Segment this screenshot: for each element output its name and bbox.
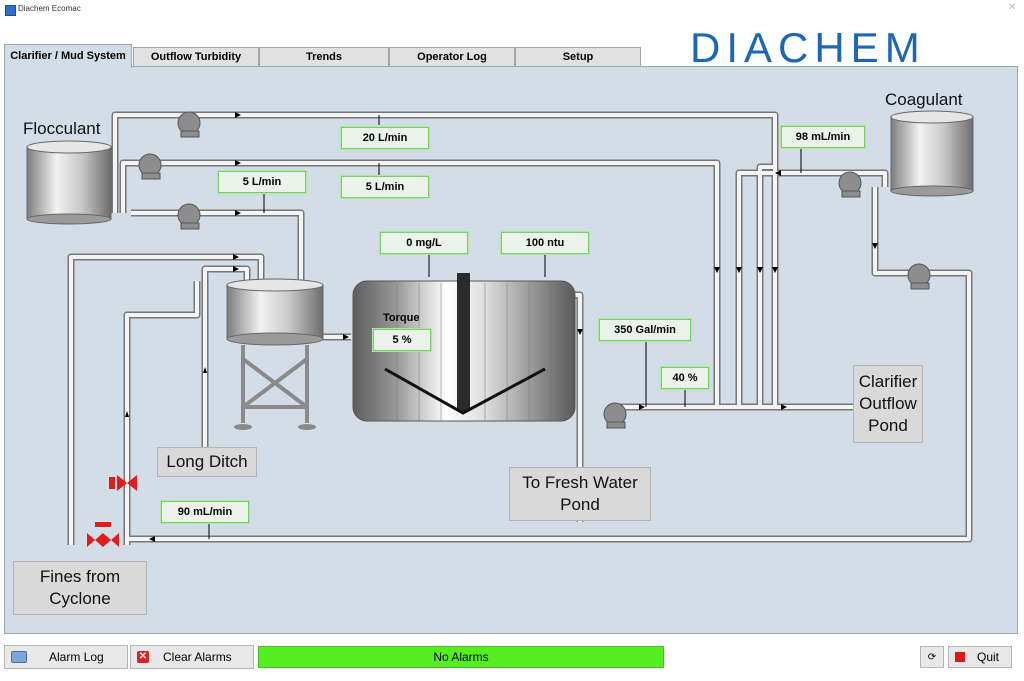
valve[interactable] (87, 475, 137, 547)
long-ditch-label: Long Ditch (157, 447, 257, 477)
process-diagram (26, 110, 974, 547)
torque-label: Torque (383, 312, 420, 324)
flocculant-label: Flocculant (23, 119, 101, 138)
coagulant-tank (890, 110, 974, 197)
return-rate-readout: 90 mL/min (161, 501, 249, 523)
pump (138, 111, 931, 429)
close-icon[interactable]: ✕ (1008, 2, 1017, 13)
quit-button[interactable]: Quit (948, 646, 1012, 668)
alarm-log-label: Alarm Log (49, 650, 104, 664)
tab-clarifier-mud-system[interactable]: Clarifier / Mud System (4, 44, 132, 68)
flow-readout-5-right: 5 L/min (341, 176, 429, 198)
tab-operator-log[interactable]: Operator Log (389, 47, 515, 67)
refresh-button[interactable]: ⟳ (920, 646, 944, 668)
refresh-icon: ⟳ (927, 651, 937, 663)
alarm-log-button[interactable]: Alarm Log (4, 645, 128, 669)
turbidity-ntu-readout: 100 ntu (501, 232, 589, 254)
outflow-gpm-readout: 350 Gal/min (599, 319, 691, 341)
coagulant-label: Coagulant (885, 90, 963, 109)
diachem-logo: DIACHEM (690, 24, 926, 71)
clear-alarms-button[interactable]: ✕ Clear Alarms (130, 645, 254, 669)
fines-from-cyclone-label: Fines from Cyclone (13, 561, 147, 615)
tab-outflow-turbidity[interactable]: Outflow Turbidity (133, 47, 259, 67)
alarm-status-bar: No Alarms (258, 646, 664, 668)
clear-alarms-label: Clear Alarms (163, 650, 232, 664)
stop-icon (955, 652, 965, 662)
flow-readout-20: 20 L/min (341, 127, 429, 149)
app-icon (5, 5, 16, 16)
tab-setup[interactable]: Setup (515, 47, 641, 67)
folder-icon (11, 651, 27, 663)
outflow-percent-readout: 40 % (661, 367, 709, 389)
mix-tank (226, 278, 324, 430)
window-title: Diachem Ecomac (18, 4, 81, 13)
torque-readout: 5 % (373, 329, 431, 351)
clear-x-icon: ✕ (137, 651, 149, 663)
title-bar: Diachem Ecomac ✕ (0, 0, 1024, 20)
flocculant-tank (26, 140, 112, 225)
clarifier-tank (352, 273, 576, 422)
fresh-water-pond-label: To Fresh Water Pond (509, 467, 651, 521)
flow-readout-5-left: 5 L/min (218, 171, 306, 193)
turbidity-mg-readout: 0 mg/L (380, 232, 468, 254)
quit-label: Quit (977, 650, 1000, 664)
process-diagram-panel: Flocculant Coagulant 20 L/min 5 L/min 5 … (4, 66, 1018, 634)
clarifier-outflow-pond-label: Clarifier Outflow Pond (853, 365, 923, 443)
coagulant-rate-readout: 98 mL/min (781, 126, 865, 148)
tab-trends[interactable]: Trends (259, 47, 389, 67)
